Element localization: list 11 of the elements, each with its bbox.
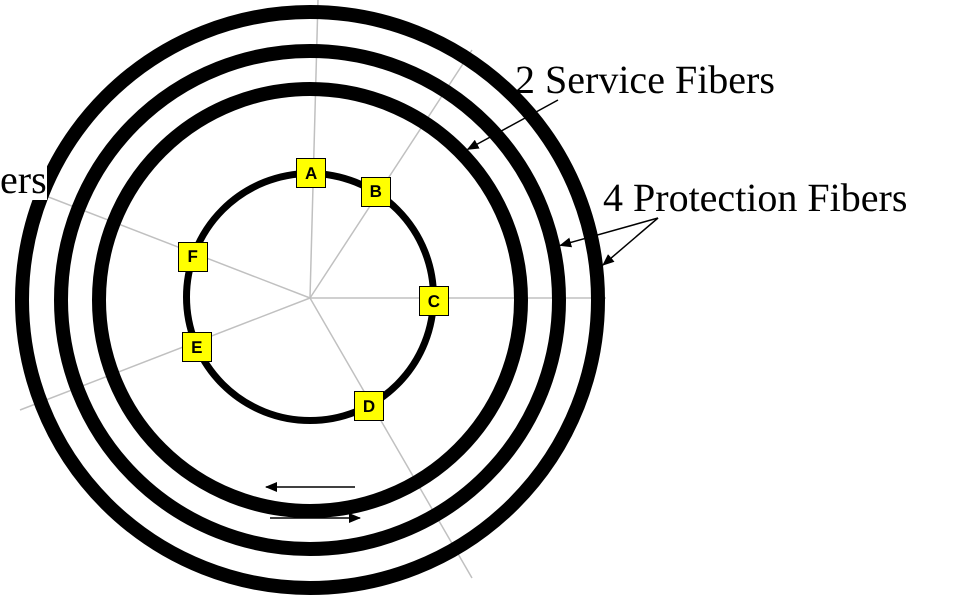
node-box: D [354,391,384,422]
node-box: A [296,158,326,188]
fiber-label: 4 Protection Fibers [603,178,908,218]
fiber-label: 2 Service Fibers [515,60,775,100]
leader-arrow [602,217,658,266]
node-box: E [182,332,212,362]
node-box: C [418,286,449,316]
node-box: B [360,176,391,207]
leader-arrow [559,217,658,248]
leader-arrow [466,99,558,150]
node-box: F [178,242,208,272]
